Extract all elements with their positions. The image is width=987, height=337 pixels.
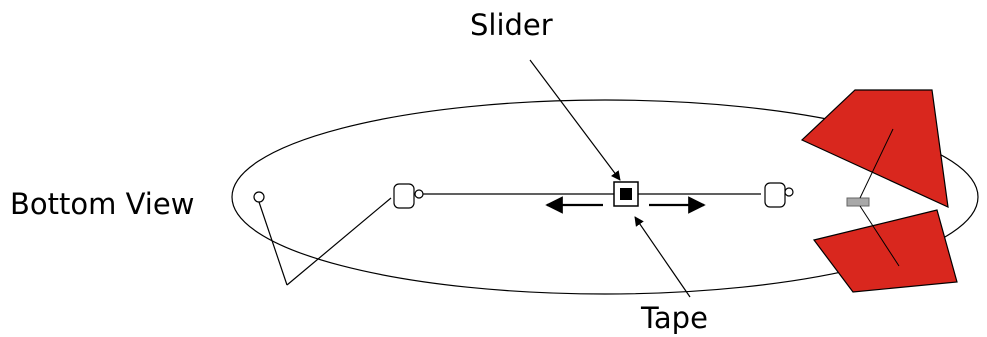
nose-point-circle	[253, 191, 265, 203]
tape-label: Tape	[640, 301, 708, 335]
bottom-view-label: Bottom View	[10, 187, 194, 221]
slider-label: Slider	[470, 8, 553, 42]
hull-outline	[231, 99, 979, 295]
upper-fin-center-line	[859, 128, 894, 199]
right-pulley-block	[764, 182, 786, 208]
upper-fin	[800, 89, 949, 209]
left-pulley-block	[393, 183, 415, 209]
slider-pointer-line	[529, 59, 621, 181]
right-pulley-wheel	[784, 187, 794, 197]
fin-connector	[846, 197, 870, 207]
pointer-line-nose	[258, 201, 288, 286]
left-pulley-wheel	[414, 189, 424, 199]
lower-fin-center-line	[859, 205, 900, 267]
pointer-line-pulley	[286, 197, 392, 286]
lower-fin	[812, 209, 958, 293]
slider-core	[620, 188, 632, 200]
tape-pointer-line	[634, 216, 691, 298]
